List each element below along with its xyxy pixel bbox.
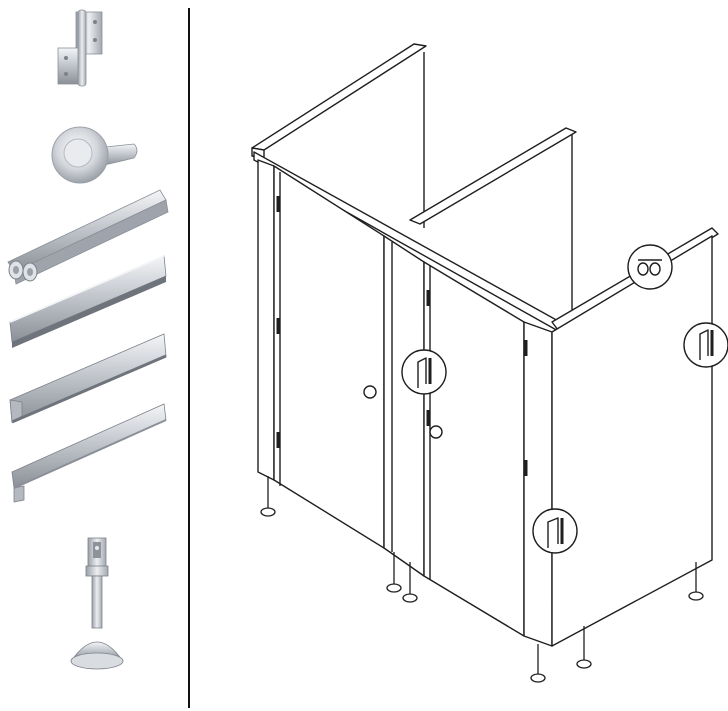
c-channel-icon	[9, 333, 167, 424]
callout-rail-joint	[627, 244, 673, 290]
double-tube-rail-icon	[7, 189, 169, 285]
f-channel-icon	[11, 403, 167, 503]
door-knob-icon	[51, 126, 138, 184]
adjustable-leg-icon	[70, 537, 124, 670]
u-channel-icon	[9, 255, 167, 348]
callout-u-channel	[401, 349, 447, 395]
toilet-cubicle-assembly-icon	[251, 43, 728, 683]
callout-floor-channel	[532, 508, 578, 554]
hinge-icon	[57, 9, 103, 87]
callout-wall-channel	[683, 322, 728, 368]
